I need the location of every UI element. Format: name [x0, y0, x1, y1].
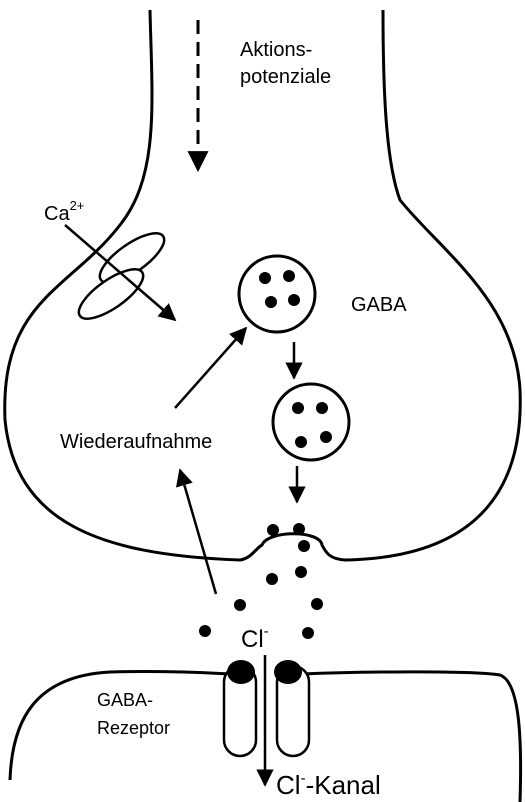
label-action-potential-2: potenziale [240, 66, 331, 88]
vesicle-2 [273, 384, 349, 460]
label-receptor-1: GABA- [97, 690, 153, 710]
label-calcium: Ca2+ [44, 198, 84, 225]
label-gaba: GABA [351, 294, 407, 316]
label-chloride: Cl- [241, 623, 269, 653]
calcium-channel [72, 225, 171, 328]
label-reuptake: Wiederaufnahme [60, 431, 212, 453]
reuptake-arrow-upper [175, 328, 246, 408]
reuptake-arrow-lower [180, 470, 216, 594]
vesicle-1 [239, 256, 315, 332]
label-chloride-channel: Cl--Kanal [276, 770, 381, 800]
label-receptor-2: Rezeptor [97, 718, 170, 738]
label-action-potential-1: Aktions- [240, 39, 312, 61]
gaba-receptor [224, 660, 309, 756]
